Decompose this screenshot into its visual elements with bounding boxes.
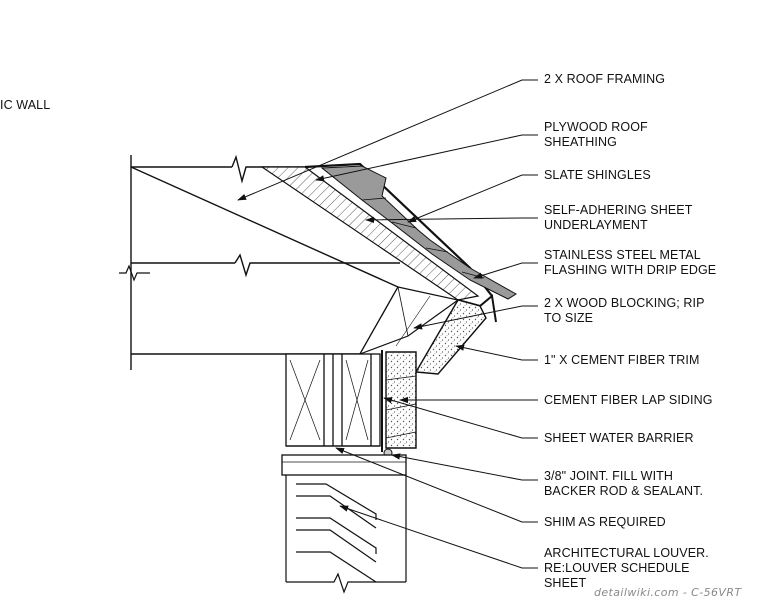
- plywood-sheathing-band: [260, 166, 480, 301]
- stud-crosshatch: [289, 359, 369, 441]
- label-roof-framing: 2 X ROOF FRAMING: [544, 72, 666, 86]
- label-flashing: STAINLESS STEEL METAL FLASHING WITH DRIP…: [544, 248, 717, 277]
- watermark-text: detailwiki.com - C-56VRT: [594, 586, 742, 599]
- label-joint-fill: 3/8" JOINT. FILL WITH BACKER ROD & SEALA…: [544, 469, 704, 498]
- label-louver: ARCHITECTURAL LOUVER. RE:LOUVER SCHEDULE…: [544, 546, 709, 590]
- leader-lines: [237, 79, 538, 569]
- architectural-louver: [285, 475, 407, 583]
- cement-fiber-trim: [414, 299, 487, 375]
- partial-wall-label: IC WALL: [0, 98, 51, 112]
- break-line-left: [119, 264, 150, 282]
- label-lap-siding: CEMENT FIBER LAP SIDING: [544, 393, 713, 407]
- label-shim: SHIM AS REQUIRED: [544, 515, 666, 529]
- roof-framing-lines: [130, 154, 400, 370]
- siding-courses: [385, 375, 417, 439]
- shim-sill: [281, 454, 407, 476]
- label-underlayment: SELF-ADHERING SHEET UNDERLAYMENT: [544, 203, 693, 232]
- wall-studs: [285, 353, 381, 447]
- label-plywood-sheathing: PLYWOOD ROOF SHEATHING: [544, 120, 648, 149]
- label-wood-blocking: 2 X WOOD BLOCKING; RIP TO SIZE: [544, 296, 705, 325]
- label-slate-shingles: SLATE SHINGLES: [544, 168, 651, 182]
- break-line-bottom: [286, 572, 406, 594]
- label-fiber-trim: 1" X CEMENT FIBER TRIM: [544, 353, 700, 367]
- label-water-barrier: SHEET WATER BARRIER: [544, 431, 694, 445]
- slate-shingles-band: [320, 165, 517, 300]
